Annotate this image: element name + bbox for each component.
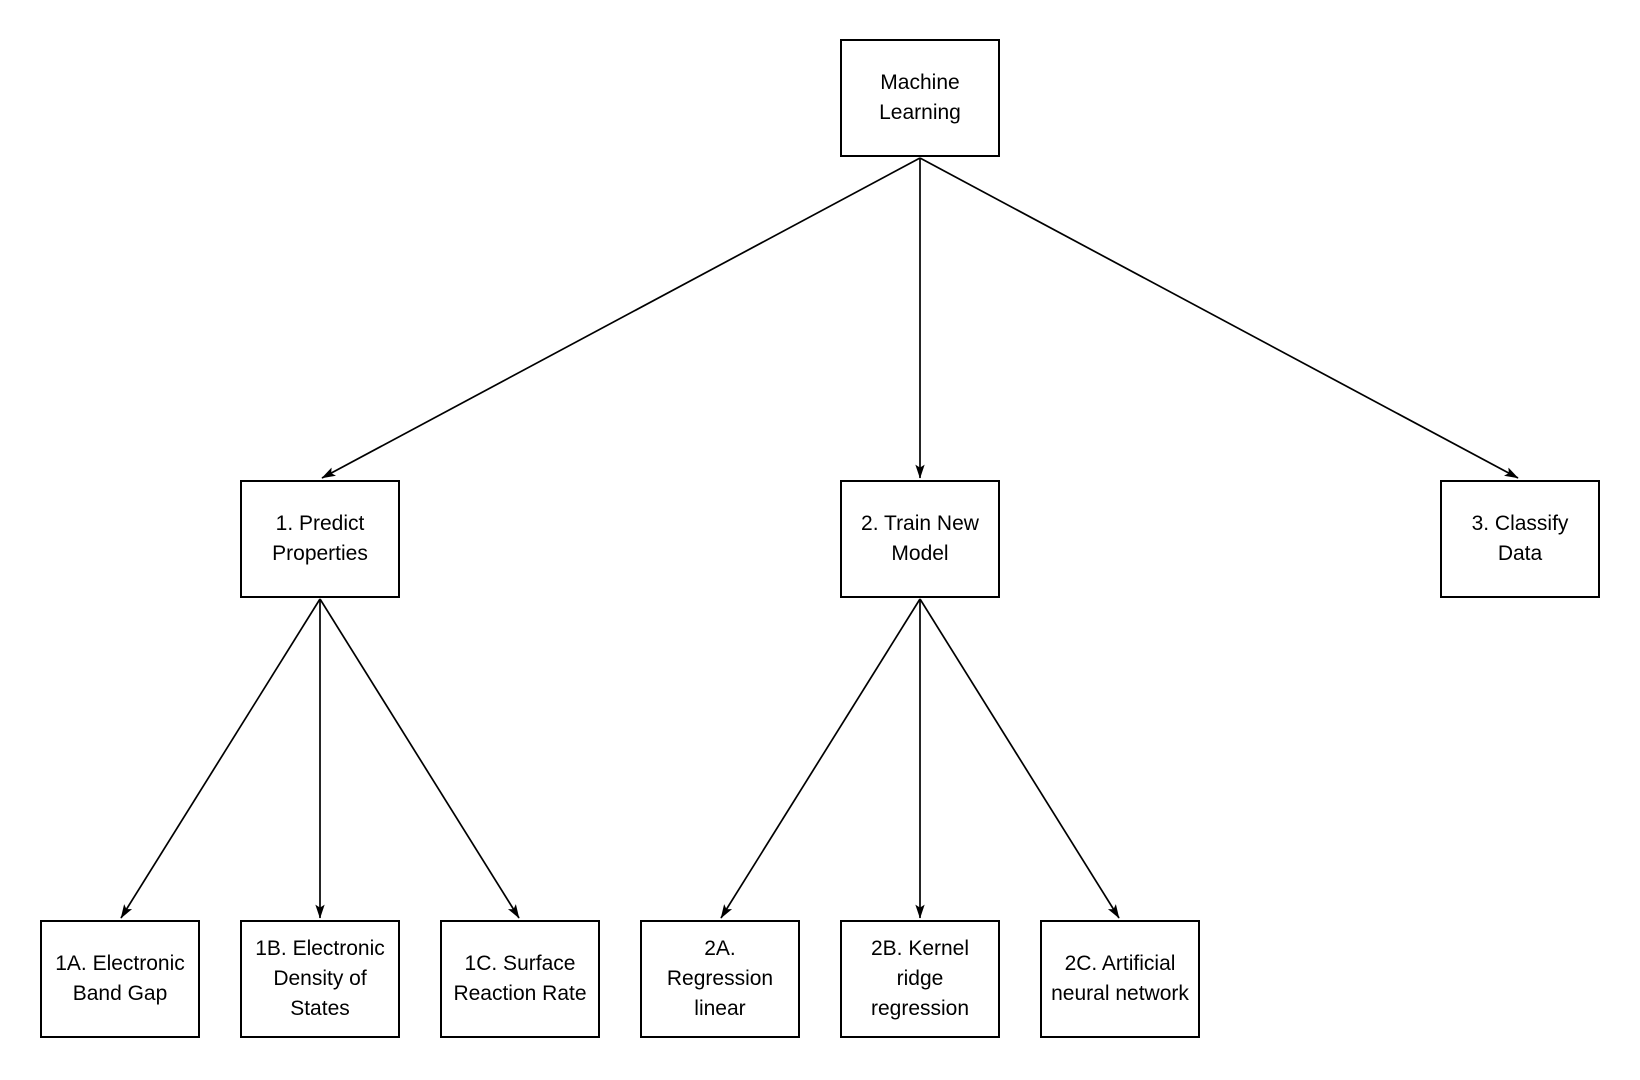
node-electronic-density-of-states-label: 1B. Electronic Density of States	[255, 937, 385, 1020]
node-train-new-model-label: 2. Train New Model	[861, 512, 979, 565]
node-train-new-model: 2. Train New Model	[840, 480, 1000, 598]
node-machine-learning-label: Machine Learning	[879, 71, 961, 124]
node-regression-linear-label: 2A. Regression linear	[666, 937, 774, 1020]
node-predict-properties: 1. Predict Properties	[240, 480, 400, 598]
arrow-machine-learning-to-predict-properties	[321, 157, 921, 479]
node-predict-properties-label: 1. Predict Properties	[272, 512, 368, 565]
node-electronic-band-gap-label: 1A. Electronic Band Gap	[55, 952, 185, 1005]
node-surface-reaction-rate: 1C. Surface Reaction Rate	[440, 920, 600, 1038]
node-regression-linear: 2A. Regression linear	[640, 920, 800, 1038]
node-kernel-ridge-regression: 2B. Kernel ridge regression	[840, 920, 1000, 1038]
node-electronic-density-of-states: 1B. Electronic Density of States	[240, 920, 400, 1038]
node-artificial-neural-network-label: 2C. Artificial neural network	[1051, 952, 1189, 1005]
node-kernel-ridge-regression-label: 2B. Kernel ridge regression	[870, 937, 970, 1020]
arrow-predict-properties-to-surface-reaction-rate	[319, 598, 520, 919]
arrow-machine-learning-to-classify-data	[919, 157, 1519, 479]
node-surface-reaction-rate-label: 1C. Surface Reaction Rate	[453, 952, 587, 1005]
arrow-train-new-model-to-regression-linear	[720, 598, 921, 919]
arrow-train-new-model-to-artificial-neural-network	[919, 598, 1120, 919]
node-artificial-neural-network: 2C. Artificial neural network	[1040, 920, 1200, 1038]
node-electronic-band-gap: 1A. Electronic Band Gap	[40, 920, 200, 1038]
node-machine-learning: Machine Learning	[840, 39, 1000, 157]
node-classify-data-label: 3. Classify Data	[1471, 512, 1569, 565]
arrow-predict-properties-to-electronic-band-gap	[120, 598, 321, 919]
node-classify-data: 3. Classify Data	[1440, 480, 1600, 598]
